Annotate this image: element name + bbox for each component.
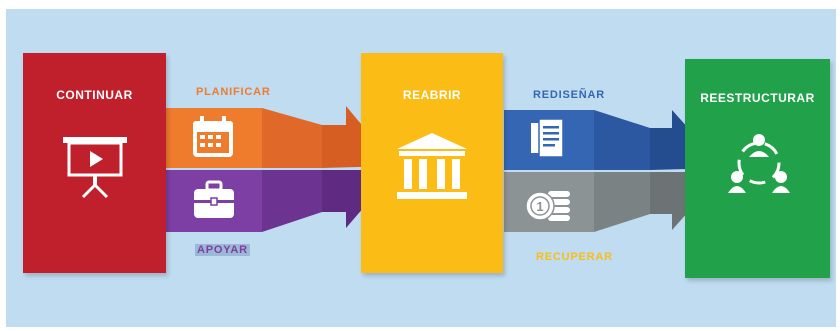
stage-card-reabrir: REABRIR [361, 53, 503, 273]
documents-icon [531, 118, 564, 158]
calendar-icon [193, 116, 233, 157]
presentation-board-icon [63, 137, 127, 199]
arrow-label-planificar: PLANIFICAR [196, 86, 271, 98]
arrow-label-redisenar: REDISEÑAR [533, 89, 605, 101]
arrow-label-apoyar: APOYAR [195, 244, 250, 256]
bank-building-icon [397, 133, 467, 199]
arrow-label-recuperar: RECUPERAR [536, 251, 613, 263]
coins-icon: 1 [525, 191, 570, 221]
briefcase-icon [194, 180, 234, 218]
team-network-icon [728, 134, 790, 193]
stage-card-continuar: CONTINUAR [23, 53, 166, 273]
stage-card-reestructurar: REESTRUCTURAR [685, 59, 830, 278]
stage-title-continuar: CONTINUAR [56, 88, 133, 102]
stage-title-reestructurar: REESTRUCTURAR [700, 91, 815, 105]
svg-text:1: 1 [536, 199, 543, 214]
stage-title-reabrir: REABRIR [402, 88, 462, 102]
